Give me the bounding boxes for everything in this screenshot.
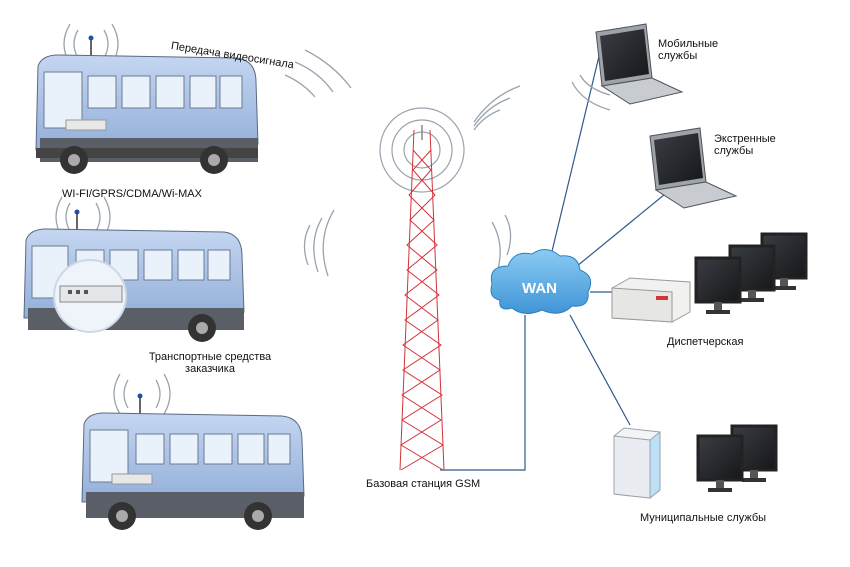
label-dispatch: Диспетчерская <box>667 336 744 348</box>
link-wan-municipal <box>569 314 631 426</box>
monitor-group-municipal <box>696 424 778 492</box>
link-tower-wan <box>440 315 526 471</box>
label-mobile-line2: службы <box>658 50 698 62</box>
label-mobile-line1: Мобильные <box>658 38 719 50</box>
cloud-icon <box>490 249 592 314</box>
bus-1 <box>35 35 259 174</box>
dvr-recorder-icon <box>65 119 107 131</box>
monitor-group-dispatch <box>694 232 808 314</box>
label-municipal: Муниципальные службы <box>640 512 767 524</box>
label-wan: WAN <box>522 280 557 297</box>
dvr-recorder-icon <box>111 473 153 485</box>
label-emergency-line2: службы <box>714 145 754 157</box>
antenna-icon <box>74 209 80 215</box>
antenna-icon <box>137 393 143 399</box>
dvr-recorder-icon <box>59 285 123 303</box>
laptop-icon <box>595 23 684 105</box>
monitor-icon <box>696 434 744 492</box>
laptop-icon <box>649 127 738 209</box>
label-emergency-line1: Экстренные <box>714 133 776 145</box>
radio-tower-icon <box>379 107 465 471</box>
label-wireless: WI-FI/GPRS/CDMA/Wi-MAX <box>62 188 202 200</box>
link-wan-mobile <box>547 51 601 269</box>
signal-waves <box>55 23 611 415</box>
label-vehicles-line1: Транспортные средства <box>148 351 272 363</box>
monitor-icon <box>694 256 742 314</box>
bus-3 <box>81 393 305 530</box>
label-vehicles-line2: заказчика <box>185 363 235 375</box>
dvr-unit-icon <box>611 277 691 323</box>
label-base-station: Базовая станция GSM <box>366 478 481 490</box>
server-icon <box>613 427 661 500</box>
antenna-icon <box>88 35 94 41</box>
bus-2 <box>23 209 245 342</box>
